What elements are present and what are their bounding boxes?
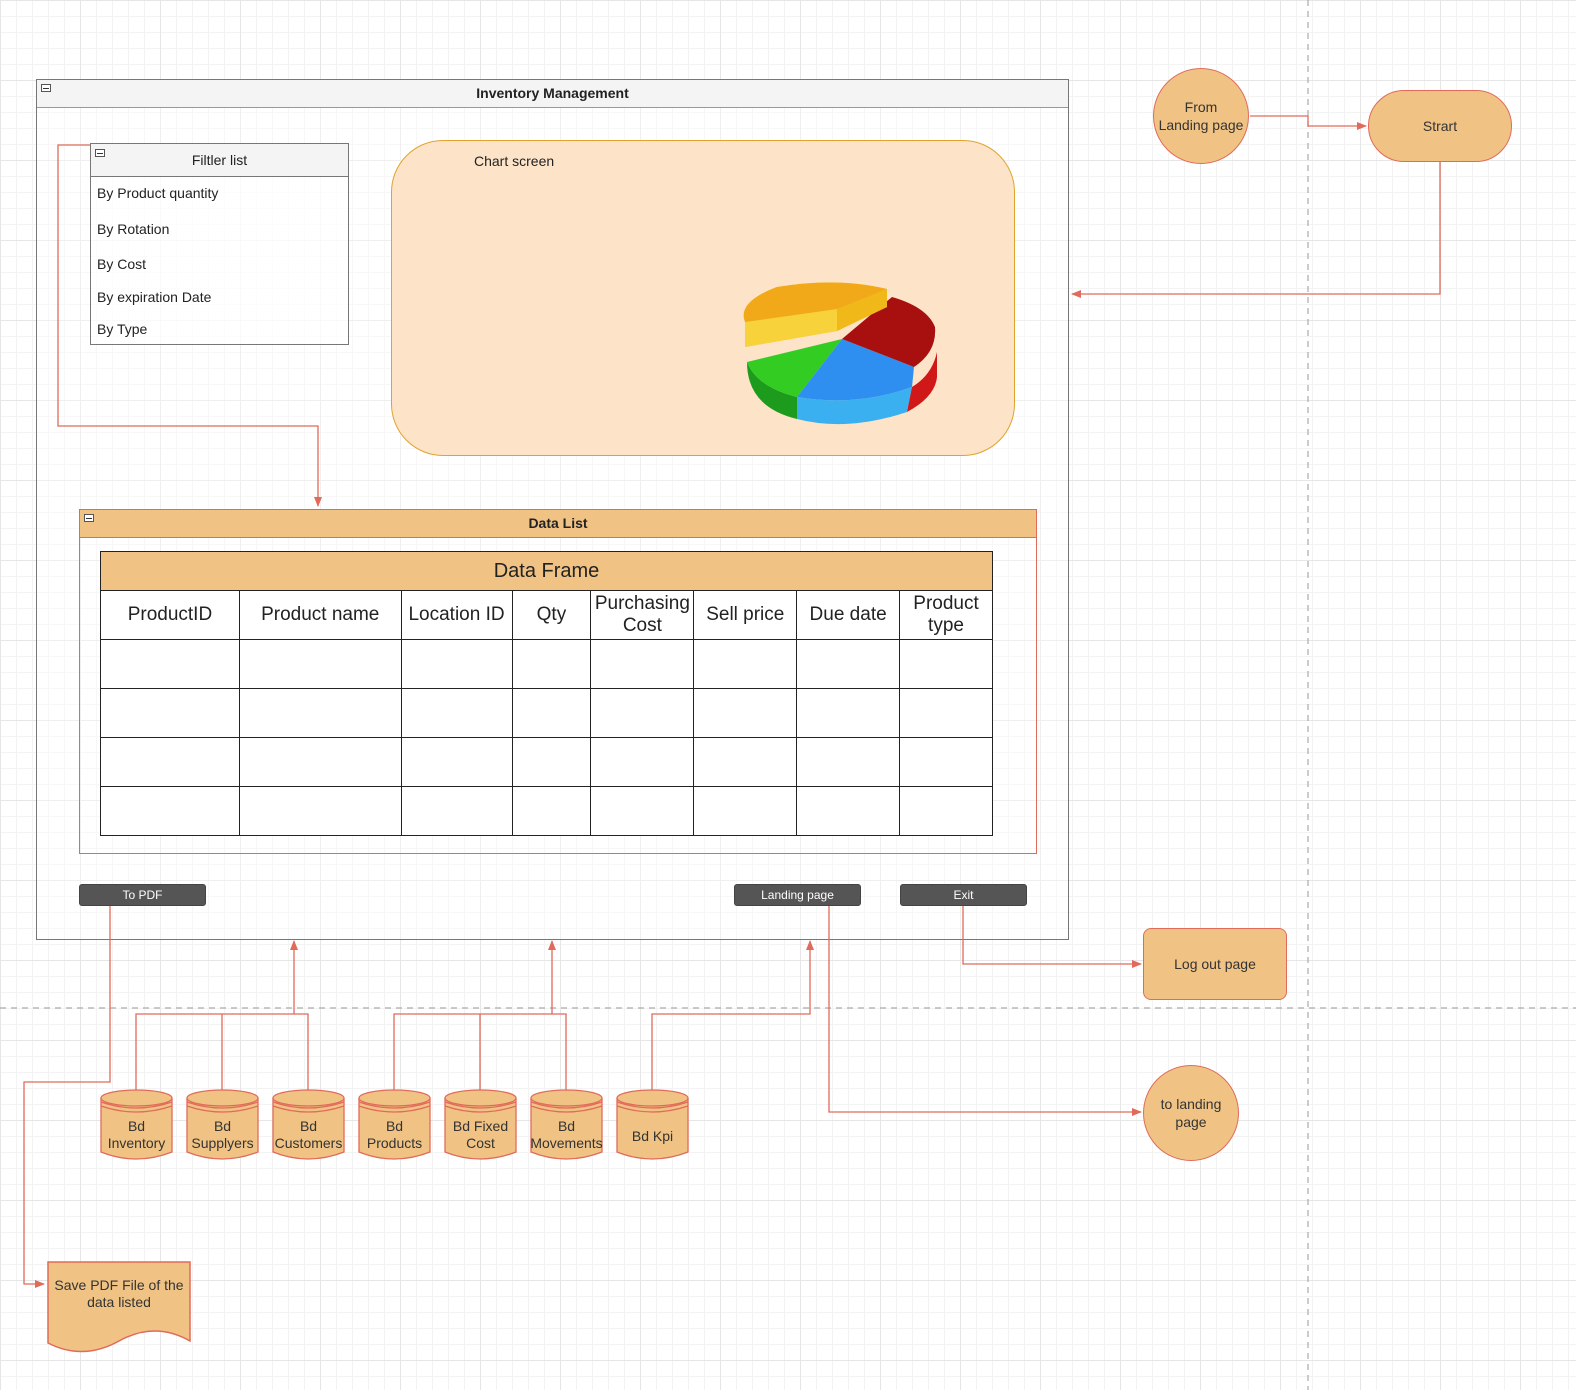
database-bd-fixed-cost: Bd Fixed Cost	[444, 1088, 517, 1162]
start-node: Strart	[1368, 90, 1512, 162]
pie-chart-icon	[743, 282, 937, 425]
window-title: Inventory Management	[37, 80, 1068, 108]
database-icon	[444, 1089, 517, 1160]
filter-item-product-quantity[interactable]: By Product quantity	[97, 185, 219, 201]
data-list-panel: Data List	[79, 509, 1037, 854]
to-landing-page-node: to landing page	[1143, 1065, 1239, 1161]
database-label: Bd Products	[366, 1118, 423, 1151]
filter-item-rotation[interactable]: By Rotation	[97, 221, 170, 237]
document-shape-icon	[47, 1261, 191, 1353]
chart-screen: Chart screen	[391, 140, 1015, 456]
table-row[interactable]	[100, 688, 993, 738]
filter-list-title: Filtler list	[91, 144, 348, 177]
database-label: Bd Fixed Cost	[452, 1118, 509, 1151]
database-icon	[530, 1089, 603, 1160]
landing-page-button[interactable]: Landing page	[734, 884, 861, 906]
column-header-sell-price[interactable]: Sell price	[693, 590, 798, 640]
save-pdf-document-node: Save PDF File of the data listed	[47, 1261, 191, 1357]
collapse-icon[interactable]	[84, 514, 94, 522]
chart-screen-label: Chart screen	[474, 153, 555, 169]
table-row[interactable]	[100, 639, 993, 689]
filter-item-expiration-date[interactable]: By expiration Date	[97, 289, 212, 305]
to-pdf-button[interactable]: To PDF	[79, 884, 206, 906]
collapse-icon[interactable]	[41, 84, 51, 92]
log-out-page-node: Log out page	[1143, 928, 1287, 1000]
database-icon	[100, 1089, 173, 1160]
exit-button[interactable]: Exit	[900, 884, 1027, 906]
column-header-productid[interactable]: ProductID	[100, 590, 240, 640]
database-label: Bd Inventory	[107, 1118, 166, 1151]
database-label: Bd Supplyers	[191, 1118, 254, 1151]
data-frame-table: Data Frame ProductID Product name Locati…	[100, 551, 993, 836]
database-bd-movements: Bd Movements	[530, 1088, 603, 1162]
database-icon	[186, 1089, 259, 1160]
save-pdf-label: Save PDF File of the data listed	[54, 1277, 184, 1310]
table-row[interactable]	[100, 786, 993, 836]
table-row[interactable]	[100, 737, 993, 787]
database-icon	[616, 1089, 689, 1160]
database-bd-customers: Bd Customers	[272, 1088, 345, 1162]
database-icon	[358, 1089, 431, 1160]
database-bd-products: Bd Products	[358, 1088, 431, 1162]
database-label: Bd Movements	[530, 1118, 603, 1151]
filter-list: Filtler list By Product quantity By Rota…	[90, 143, 349, 345]
column-header-qty[interactable]: Qty	[511, 590, 592, 640]
column-header-purchasing-cost[interactable]: Purchasing Cost	[590, 590, 695, 640]
database-icon	[272, 1089, 345, 1160]
from-landing-page-node: From Landing page	[1153, 68, 1249, 164]
column-header-location-id[interactable]: Location ID	[400, 590, 513, 640]
collapse-icon[interactable]	[95, 149, 105, 157]
data-list-title: Data List	[80, 510, 1036, 538]
database-bd-supplyers: Bd Supplyers	[186, 1088, 259, 1162]
data-frame-title: Data Frame	[100, 551, 993, 591]
database-bd-inventory: Bd Inventory	[100, 1088, 173, 1162]
column-header-product-type[interactable]: Product type	[899, 590, 993, 640]
filter-item-cost[interactable]: By Cost	[97, 256, 147, 272]
database-bd-kpi: Bd Kpi	[616, 1088, 689, 1162]
database-label: Bd Customers	[274, 1118, 343, 1151]
column-header-product-name[interactable]: Product name	[238, 590, 402, 640]
database-label: Bd Kpi	[631, 1128, 674, 1144]
column-header-due-date[interactable]: Due date	[796, 590, 901, 640]
filter-item-type[interactable]: By Type	[97, 321, 148, 337]
